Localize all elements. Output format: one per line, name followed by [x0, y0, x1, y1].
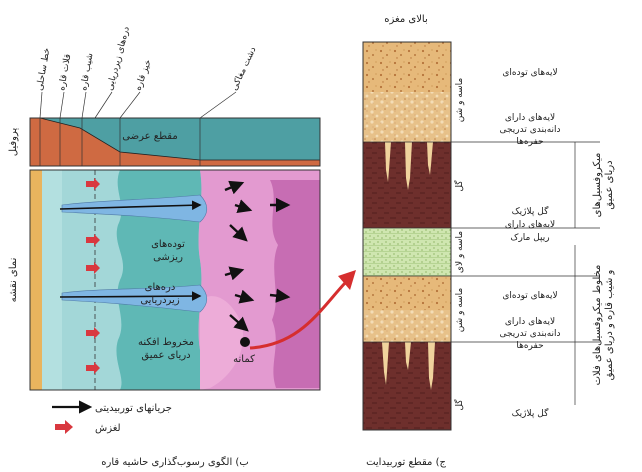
- map-slope: [62, 170, 124, 390]
- desc-graded-2a: لایه‌های دارای: [505, 317, 555, 327]
- desc-graded-2c: حفره‌ها: [516, 341, 543, 351]
- bracket-mixed-microfossils-1: مخلوط میکروفسیل‌های فلات: [592, 265, 603, 386]
- canyon-lower: [61, 284, 208, 313]
- canyon-upper: [61, 194, 208, 223]
- fan-label-2: دریای عمیق: [141, 350, 190, 361]
- desc-graded-1a: لایه‌های دارای: [505, 113, 555, 123]
- canyons-map-label-1: دره‌های: [145, 282, 176, 293]
- label-shoreline: خط ساحلی: [35, 47, 52, 91]
- bracket-deep-microfossils-2: دریای عمیق: [604, 160, 615, 209]
- desc-pelagic-1: گل پلاژیک: [512, 205, 549, 217]
- litho-sand-gravel-1: ماسه و شن: [455, 78, 465, 123]
- map-panel: [29, 169, 356, 391]
- legend-slump-label: لغزش: [95, 423, 121, 434]
- legend-slump-symbol: [55, 420, 73, 434]
- label-leaders: [39, 91, 237, 119]
- litho-mud-1: گل: [453, 180, 465, 192]
- canyons-map-label-2: زیردریایی: [140, 295, 180, 306]
- core-pointer-arrow: [338, 270, 356, 290]
- profile-panel: [29, 117, 321, 167]
- desc-ripple-a: لایه‌های دارای: [505, 220, 555, 230]
- label-canyons: دره‌های زیردریایی: [105, 26, 132, 92]
- label-slope: شیب قاره: [79, 52, 95, 91]
- turbidity-current-arrow: [59, 200, 202, 211]
- desc-ripple-b: ریپل مارک: [510, 232, 549, 243]
- label-abyssal-plain: دشت مغاکی: [230, 45, 259, 92]
- desc-graded-1c: حفره‌ها: [516, 137, 543, 147]
- litho-sand-gravel-2: ماسه و شن: [455, 288, 465, 333]
- bracket-deep-microfossils-1: میکروفسیل‌های: [592, 153, 603, 218]
- map-caption: ب) الگوی رسوب‌گذاری حاشیه قاره: [101, 456, 249, 468]
- core-top-label: بالای مغزه: [384, 14, 427, 25]
- litho-mud-2: گل: [453, 399, 465, 411]
- slump-arrows: [86, 178, 100, 374]
- turbidity-current-arrow: [59, 291, 202, 301]
- mounds-label-2: ریزشی: [153, 252, 183, 263]
- core-location-dot: [240, 337, 250, 347]
- desc-graded-2b: دانه‌بندی تدریجی: [499, 329, 560, 339]
- desc-massive-1: لایه‌های توده‌ای: [502, 68, 557, 78]
- label-rise: خیز قاره: [133, 58, 153, 92]
- map-shelf: [42, 170, 62, 390]
- fan-label-1: مخروط افکنه: [138, 337, 194, 348]
- column-caption: ج) مقطع توربیدایت: [366, 457, 446, 468]
- profile-side-label: پروفیل: [8, 128, 19, 157]
- bracket-mixed-microfossils-2: و شیب قاره و دریای عمیق: [604, 269, 615, 380]
- legend: جریانهای توربیدیتی لغزش: [52, 400, 172, 434]
- map-coast: [30, 170, 42, 390]
- label-shelf: قلات قاره: [57, 53, 73, 91]
- map-side-label: نمای نقشه: [8, 258, 19, 303]
- fan-arrows: [224, 180, 291, 332]
- desc-massive-2: لایه‌های توده‌ای: [502, 291, 557, 301]
- profile-seafloor: [30, 118, 320, 166]
- litho-sand-silt: ماسه و لای: [455, 231, 465, 273]
- cross-section-label: مقطع عرضی: [122, 131, 177, 142]
- legend-current-label: جریانهای توربیدیتی: [95, 403, 172, 414]
- turbidite-column: [362, 41, 452, 431]
- desc-graded-1b: دانه‌بندی تدریجی: [499, 125, 560, 135]
- map-rise: [116, 170, 202, 390]
- desc-pelagic-2: گل پلاژیک: [512, 407, 549, 419]
- mounds-label-1: توده‌های: [151, 239, 185, 250]
- core-location-label: کمانه: [233, 354, 255, 365]
